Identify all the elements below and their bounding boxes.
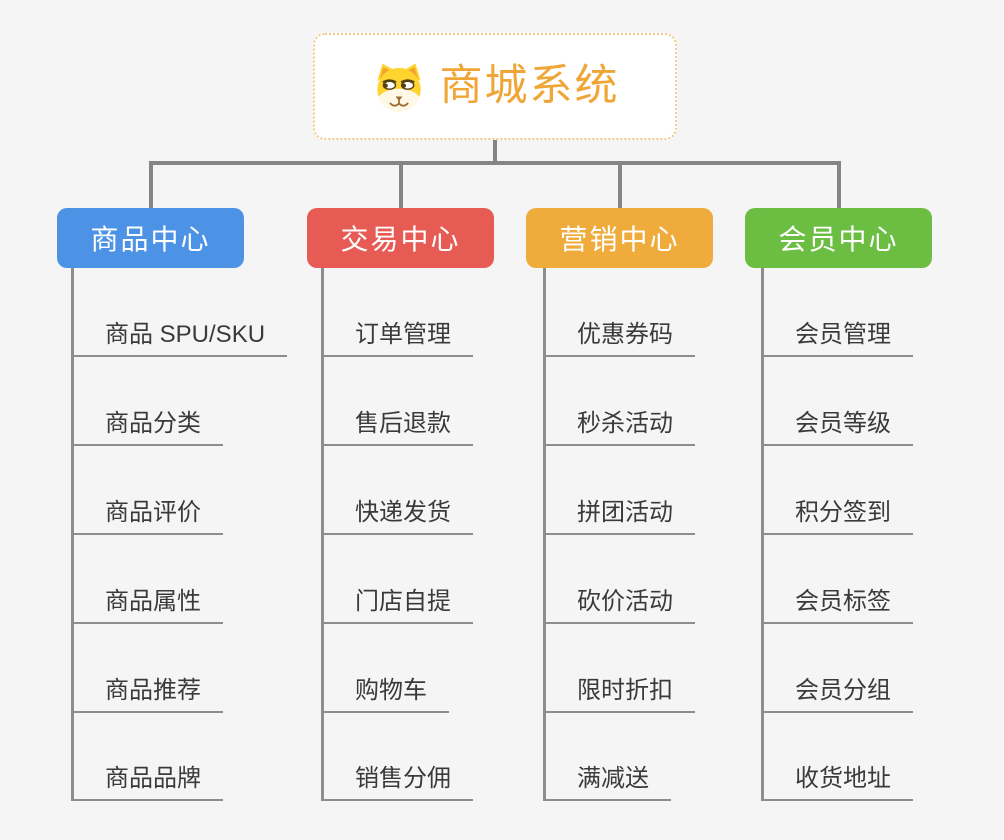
doge-icon bbox=[376, 63, 421, 111]
leaf-node[interactable]: 积分签到 bbox=[761, 495, 913, 535]
branch-node-product-center[interactable]: 商品中心 bbox=[57, 208, 244, 268]
branch-label: 交易中心 bbox=[340, 224, 461, 255]
leaf-node[interactable]: 商品品牌 bbox=[71, 761, 223, 801]
leaf-node[interactable]: 优惠券码 bbox=[543, 317, 695, 357]
leaf-node[interactable]: 售后退款 bbox=[321, 406, 473, 446]
branch-bus-connector bbox=[149, 161, 841, 165]
branch-node-marketing-center[interactable]: 营销中心 bbox=[526, 208, 713, 268]
branch-label: 会员中心 bbox=[778, 224, 899, 255]
leaf-node[interactable]: 会员等级 bbox=[761, 406, 913, 446]
leaf-node[interactable]: 商品分类 bbox=[71, 406, 223, 446]
leaf-node[interactable]: 商品属性 bbox=[71, 584, 223, 624]
branch-drop-connector bbox=[837, 163, 841, 208]
branch-children-trade: 订单管理 售后退款 快递发货 门店自提 购物车 销售分佣 bbox=[321, 268, 551, 813]
branch-drop-connector bbox=[149, 163, 153, 208]
leaf-node[interactable]: 销售分佣 bbox=[321, 761, 473, 801]
leaf-node[interactable]: 会员分组 bbox=[761, 673, 913, 713]
leaf-node[interactable]: 秒杀活动 bbox=[543, 406, 695, 446]
leaf-node[interactable]: 商品 SPU/SKU bbox=[71, 317, 288, 357]
leaf-node[interactable]: 商品评价 bbox=[71, 495, 223, 535]
branch-node-member-center[interactable]: 会员中心 bbox=[745, 208, 932, 268]
root-stem-connector bbox=[493, 140, 497, 163]
branch-label: 商品中心 bbox=[90, 224, 211, 255]
leaf-node[interactable]: 订单管理 bbox=[321, 317, 473, 357]
leaf-node[interactable]: 会员管理 bbox=[761, 317, 913, 357]
leaf-node[interactable]: 购物车 bbox=[321, 673, 449, 713]
branch-children-member: 会员管理 会员等级 积分签到 会员标签 会员分组 收货地址 bbox=[761, 268, 991, 813]
leaf-node[interactable]: 门店自提 bbox=[321, 584, 473, 624]
leaf-node[interactable]: 满减送 bbox=[543, 761, 671, 801]
leaf-node[interactable]: 拼团活动 bbox=[543, 495, 695, 535]
leaf-node[interactable]: 收货地址 bbox=[761, 761, 913, 801]
leaf-node[interactable]: 商品推荐 bbox=[71, 673, 223, 713]
branch-children-product: 商品 SPU/SKU 商品分类 商品评价 商品属性 商品推荐 商品品牌 bbox=[71, 268, 301, 813]
leaf-node[interactable]: 砍价活动 bbox=[543, 584, 695, 624]
leaf-node[interactable]: 快递发货 bbox=[321, 495, 473, 535]
leaf-node[interactable]: 限时折扣 bbox=[543, 673, 695, 713]
branch-children-marketing: 优惠券码 秒杀活动 拼团活动 砍价活动 限时折扣 满减送 bbox=[543, 268, 773, 813]
root-node[interactable]: 商城系统 bbox=[313, 33, 677, 140]
branch-drop-connector bbox=[618, 163, 622, 208]
leaf-node[interactable]: 会员标签 bbox=[761, 584, 913, 624]
branch-node-trade-center[interactable]: 交易中心 bbox=[307, 208, 494, 268]
branch-drop-connector bbox=[399, 163, 403, 208]
branch-label: 营销中心 bbox=[559, 224, 680, 255]
root-title: 商城系统 bbox=[439, 62, 620, 110]
